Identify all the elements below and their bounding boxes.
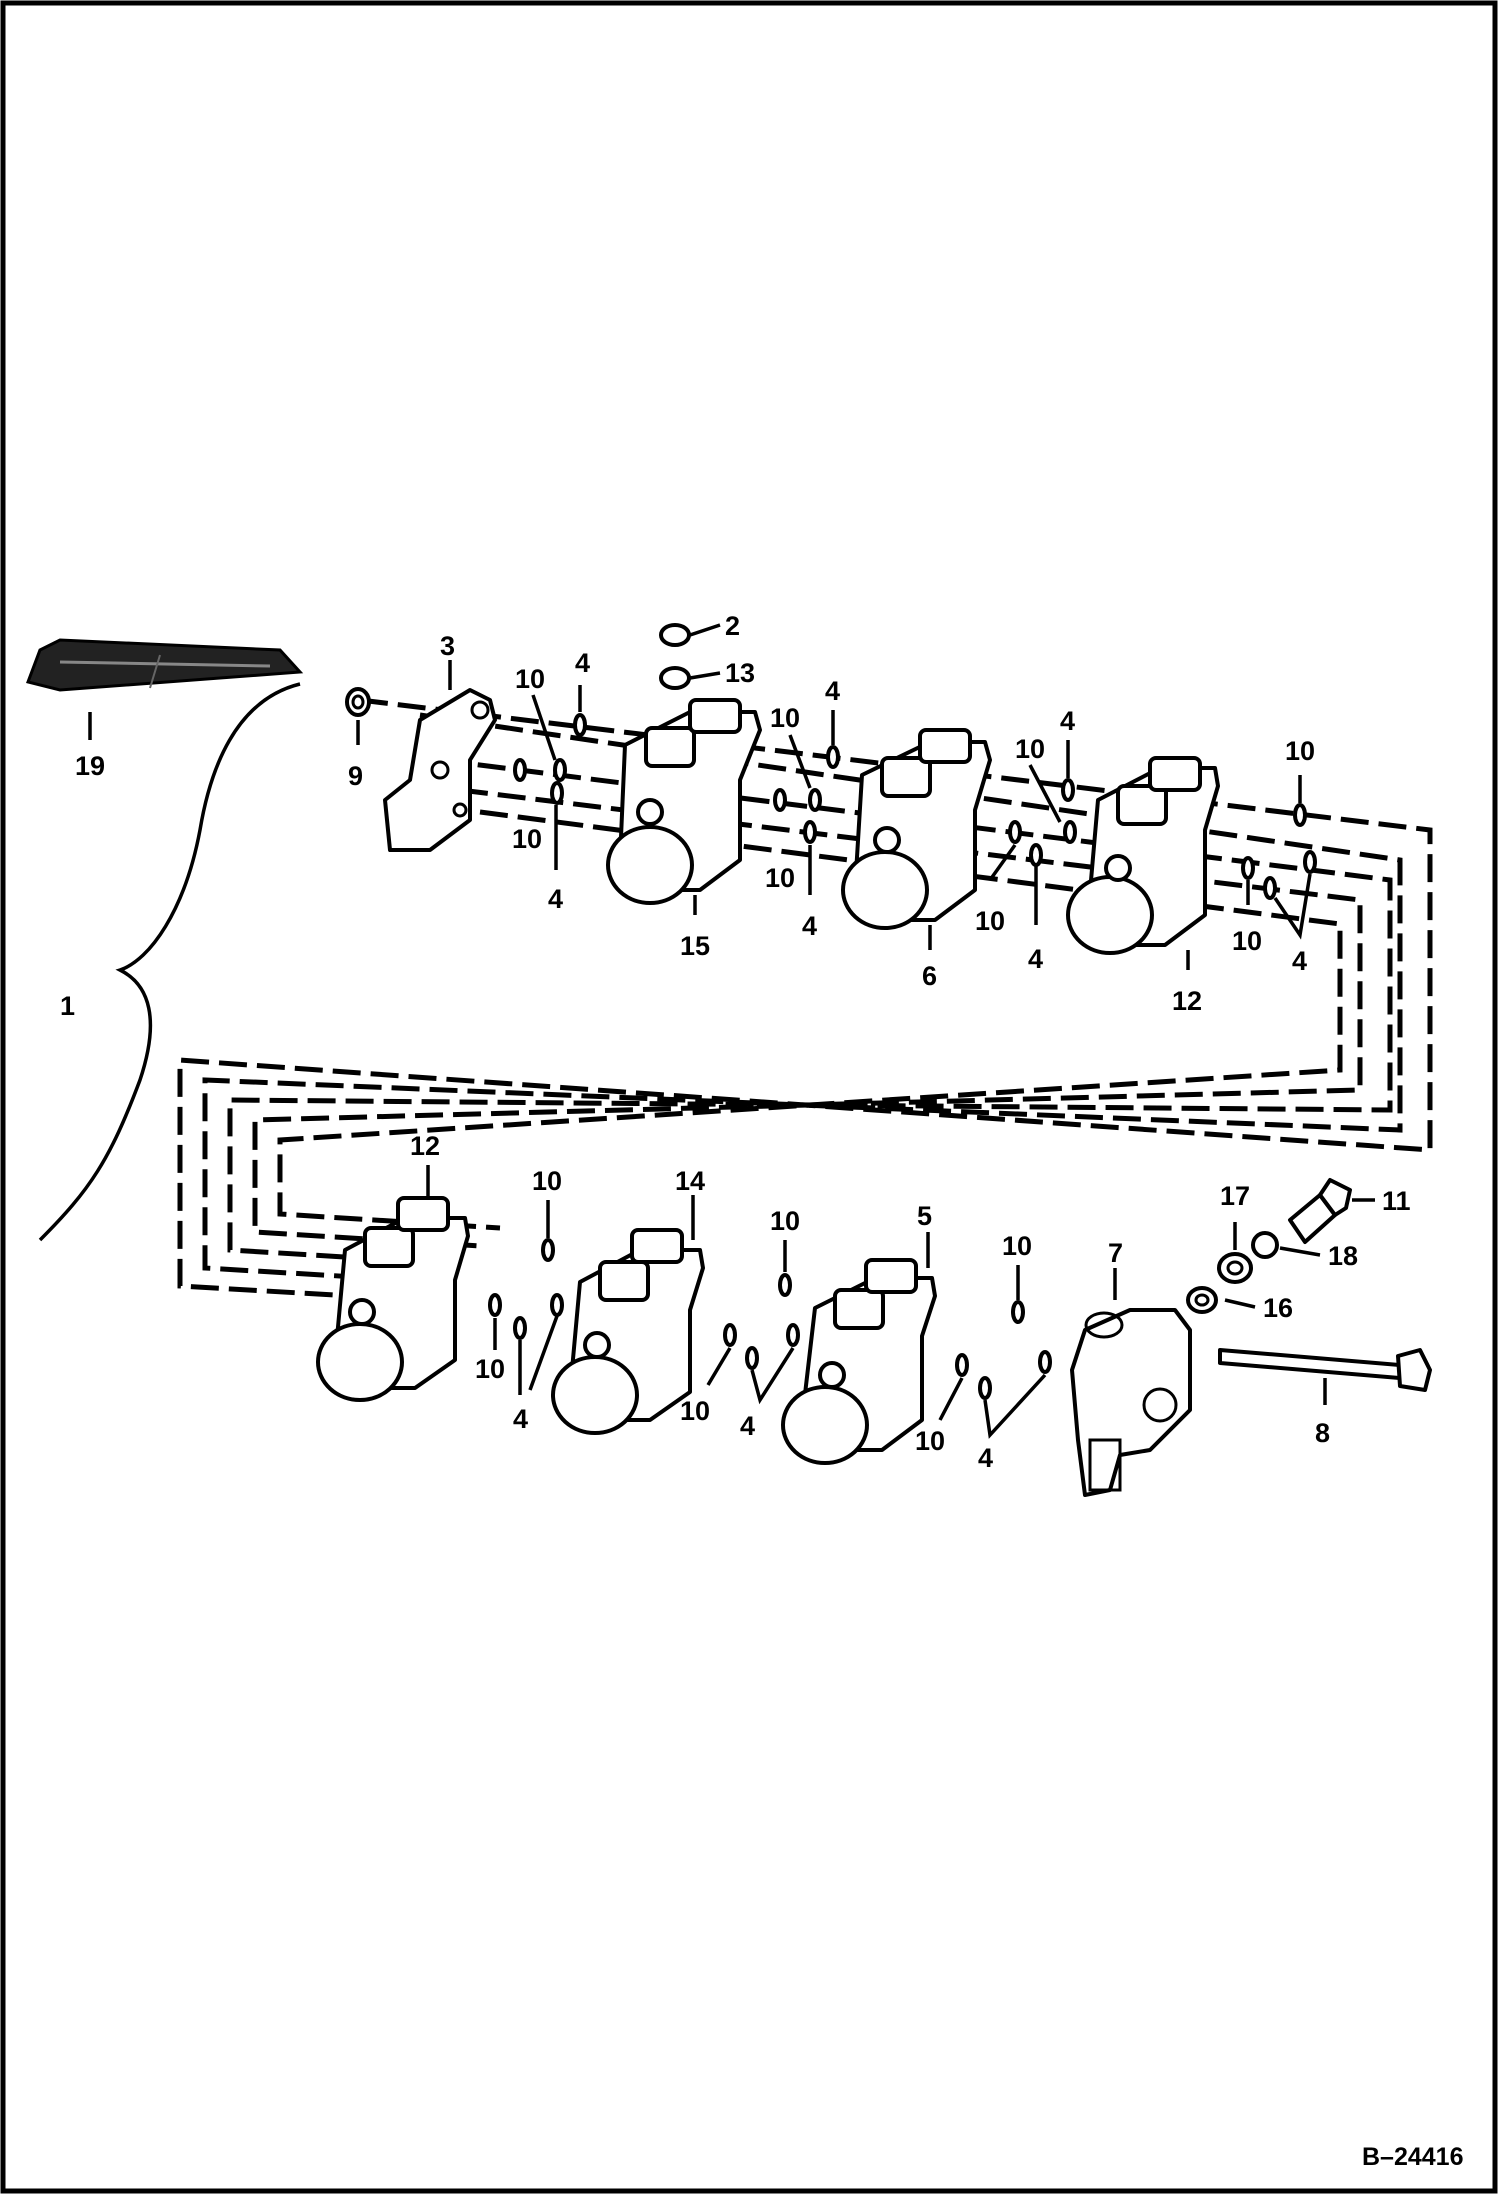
callout-10: 10 — [532, 1166, 562, 1196]
callout-13: 13 — [725, 658, 755, 688]
relief-valve-part-11 — [1288, 1178, 1352, 1244]
callout-labels: 19 3 9 4 10 10 4 2 13 15 4 10 10 4 6 4 1… — [60, 611, 1463, 2171]
callout-14: 14 — [675, 1166, 705, 1196]
callout-4: 4 — [740, 1411, 755, 1441]
callout-11: 11 — [1382, 1186, 1411, 1216]
callout-10: 10 — [765, 863, 795, 893]
callout-17: 17 — [1220, 1181, 1250, 1211]
callout-10: 10 — [770, 703, 800, 733]
outlet-plate-part-7 — [1070, 1308, 1192, 1497]
callout-10: 10 — [515, 664, 545, 694]
callout-10: 10 — [1232, 926, 1262, 956]
callout-18: 18 — [1328, 1241, 1358, 1271]
plug-part-9 — [345, 687, 371, 717]
callout-10: 10 — [1015, 734, 1045, 764]
nut-part-13 — [659, 666, 691, 690]
callout-4: 4 — [1060, 706, 1075, 736]
callout-10: 10 — [475, 1354, 505, 1384]
valve-section-part-12-lower — [316, 1196, 470, 1402]
callout-9: 9 — [348, 761, 363, 791]
callout-12: 12 — [410, 1131, 440, 1161]
callout-10: 10 — [512, 824, 542, 854]
callout-4: 4 — [825, 676, 840, 706]
callout-12: 12 — [1172, 986, 1202, 1016]
tie-bolt-part-8 — [1218, 1348, 1432, 1405]
callout-7: 7 — [1108, 1238, 1123, 1268]
callout-15: 15 — [680, 931, 710, 961]
callout-4: 4 — [513, 1404, 528, 1434]
inlet-plate-part-3 — [383, 688, 497, 852]
valve-section-part-15 — [606, 698, 762, 905]
callout-4: 4 — [548, 884, 563, 914]
valve-section-part-14 — [551, 1228, 705, 1435]
callout-16: 16 — [1263, 1293, 1293, 1323]
o-ring-part-18 — [1251, 1231, 1279, 1259]
callout-10: 10 — [915, 1426, 945, 1456]
callout-10: 10 — [770, 1206, 800, 1236]
callout-2: 2 — [725, 611, 740, 641]
callout-8: 8 — [1315, 1418, 1330, 1448]
callout-4: 4 — [1028, 944, 1043, 974]
callout-6: 6 — [922, 961, 937, 991]
callout-5: 5 — [917, 1201, 932, 1231]
o-rings-lower — [488, 1238, 1052, 1400]
valve-section-part-6 — [841, 728, 992, 930]
valve-section-part-5 — [781, 1258, 937, 1465]
callout-4: 4 — [802, 911, 817, 941]
o-rings-upper — [513, 713, 1317, 900]
callout-19: 19 — [75, 751, 105, 781]
drawing-number: B–24416 — [1362, 2143, 1463, 2171]
callout-3: 3 — [440, 631, 455, 661]
assembly-brace — [38, 682, 301, 1242]
callout-10: 10 — [975, 906, 1005, 936]
valve-section-part-12-upper — [1066, 756, 1220, 955]
decal-part-19 — [26, 638, 304, 740]
callout-1: 1 — [60, 991, 75, 1021]
callout-4: 4 — [1292, 946, 1307, 976]
washer-part-16 — [1186, 1286, 1218, 1314]
callout-10: 10 — [1285, 736, 1315, 766]
washer-part-17 — [1217, 1252, 1253, 1284]
leader-lines — [356, 623, 1375, 1439]
callout-10: 10 — [1002, 1231, 1032, 1261]
callout-4: 4 — [575, 648, 590, 678]
callout-4: 4 — [978, 1443, 993, 1473]
callout-10: 10 — [680, 1396, 710, 1426]
cap-part-2 — [659, 623, 691, 647]
